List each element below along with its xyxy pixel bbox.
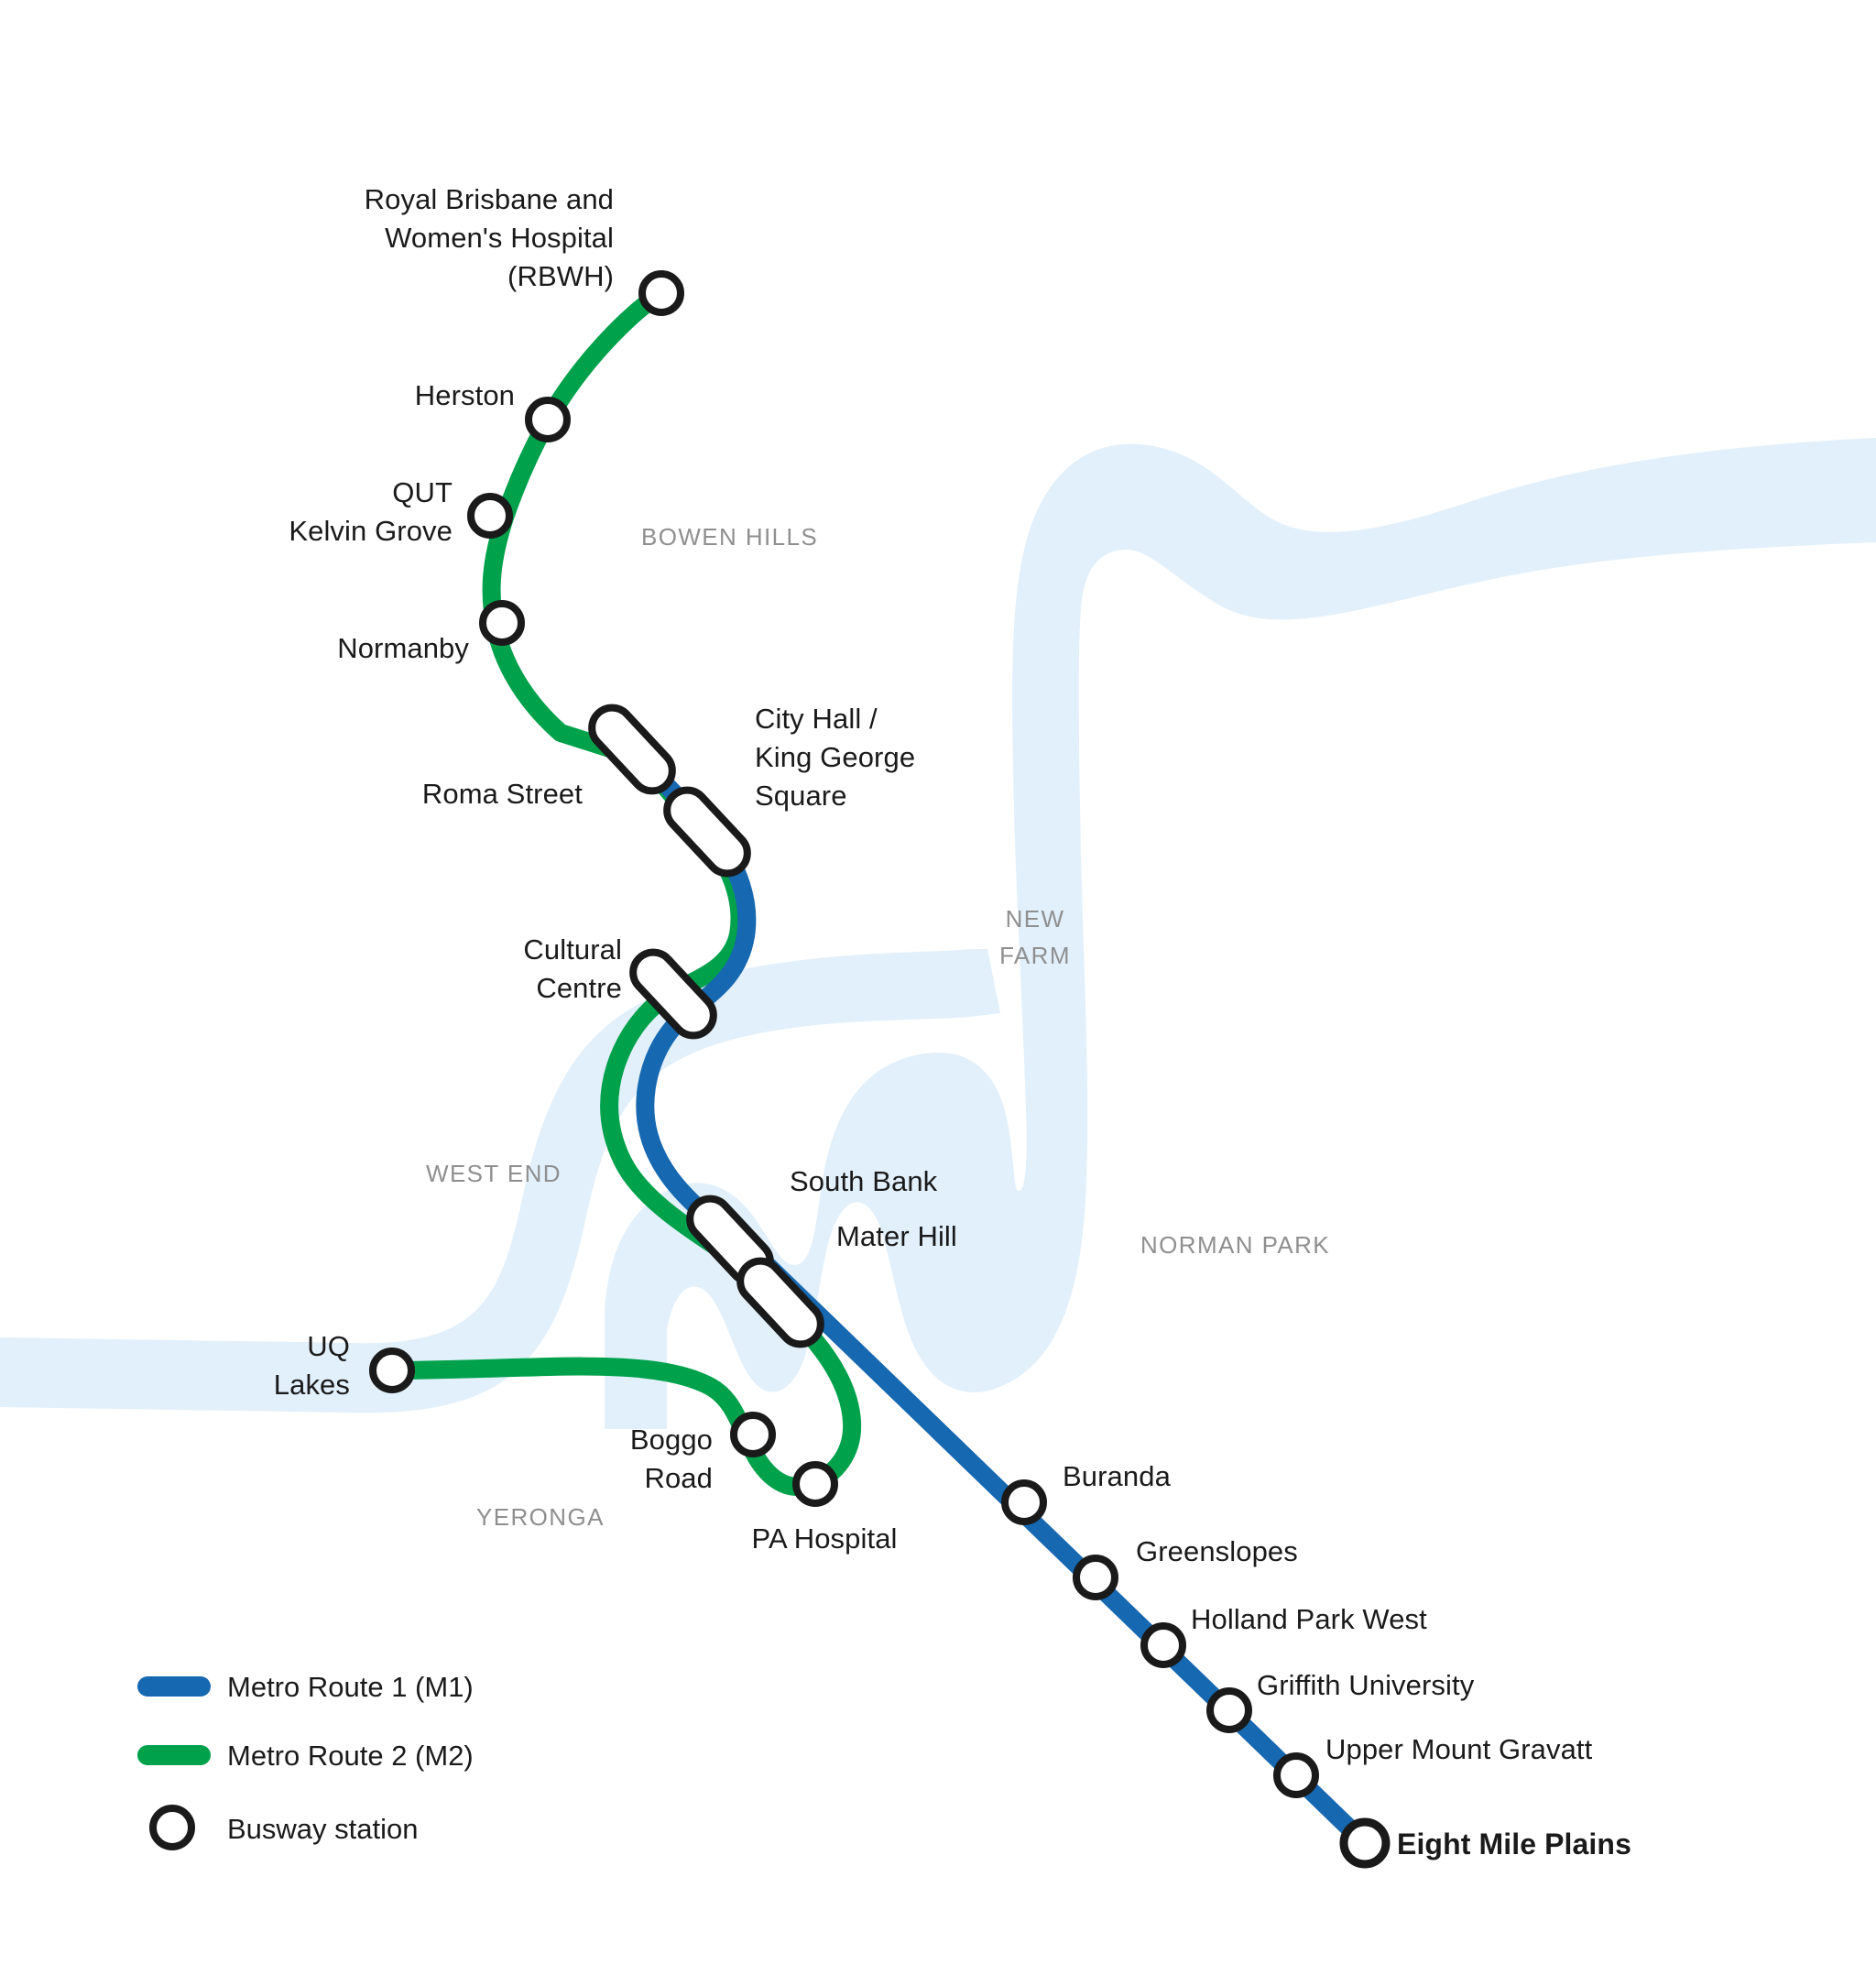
station-marker-eight-mile[interactable]	[1339, 1817, 1391, 1869]
station-label-herston: Herston	[415, 379, 515, 411]
suburb-label-west-end: WEST END	[426, 1160, 562, 1187]
station-marker-griffith-uni[interactable]	[1206, 1687, 1252, 1733]
station-marker-mater-hill[interactable]	[732, 1253, 829, 1353]
river-shape-north	[605, 438, 1876, 1429]
station-labels-layer: Royal Brisbane and Women's Hospital (RBW…	[274, 183, 1631, 1861]
legend-label-busway-station: Busway station	[227, 1813, 419, 1845]
station-label-buranda: Buranda	[1063, 1460, 1172, 1492]
station-marker-city-hall[interactable]	[659, 782, 756, 882]
station-label-pa-hospital: PA Hospital	[751, 1522, 897, 1555]
station-marker-greenslopes[interactable]	[1073, 1555, 1118, 1600]
station-label-uq-lakes-line2: Lakes	[274, 1369, 350, 1401]
station-label-griffith-uni: Griffith University	[1257, 1669, 1475, 1701]
station-label-upper-mt-grav: Upper Mount Gravatt	[1325, 1733, 1593, 1765]
station-label-city-hall-line1: City Hall /	[755, 703, 878, 735]
station-marker-herston[interactable]	[525, 397, 571, 442]
station-label-boggo-road-line2: Road	[644, 1462, 713, 1494]
station-label-cultural-line1: Cultural	[523, 933, 622, 966]
station-label-qut-kelvin-line2: Kelvin Grove	[289, 515, 453, 547]
station-marker-qut-kelvin[interactable]	[467, 493, 513, 539]
legend-label-m1: Metro Route 1 (M1)	[227, 1671, 474, 1703]
station-label-boggo-road-line1: Boggo	[630, 1424, 713, 1456]
river-shape-south	[0, 949, 1000, 1413]
station-label-qut-kelvin-line1: QUT	[392, 476, 453, 508]
station-label-uq-lakes-line1: UQ	[307, 1330, 350, 1362]
river-layer	[0, 438, 1876, 1429]
route-lines-layer	[383, 284, 1374, 1852]
station-marker-upper-mt-grav[interactable]	[1273, 1752, 1319, 1798]
station-marker-rbwh[interactable]	[638, 270, 684, 316]
station-marker-pa-hospital[interactable]	[792, 1461, 838, 1507]
stations-layer	[369, 270, 1391, 1869]
legend-label-m2: Metro Route 2 (M2)	[227, 1740, 474, 1772]
station-marker-boggo-road[interactable]	[730, 1412, 776, 1457]
station-marker-cultural-centre[interactable]	[625, 944, 722, 1044]
station-label-roma-street: Roma Street	[422, 778, 583, 810]
suburb-label-new-farm-line2: FARM	[999, 942, 1071, 969]
station-label-rbwh-line3: (RBWH)	[507, 260, 614, 292]
station-label-rbwh-line1: Royal Brisbane and	[365, 183, 614, 215]
station-label-rbwh-line2: Women's Hospital	[385, 222, 614, 254]
station-marker-holland-park[interactable]	[1140, 1622, 1186, 1668]
station-marker-buranda[interactable]	[1001, 1479, 1047, 1525]
station-marker-uq-lakes[interactable]	[369, 1348, 415, 1393]
route-line-m1[interactable]	[623, 740, 1374, 1852]
route-line-m2[interactable]	[383, 284, 862, 1496]
station-label-greenslopes: Greenslopes	[1136, 1535, 1298, 1567]
legend-swatch-m1	[137, 1676, 211, 1697]
station-label-holland-park: Holland Park West	[1191, 1603, 1427, 1635]
suburb-label-yeronga: YERONGA	[476, 1503, 605, 1531]
suburb-label-bowen-hills: BOWEN HILLS	[641, 523, 818, 551]
station-label-mater-hill: Mater Hill	[836, 1220, 957, 1252]
station-label-city-hall-line2: King George	[755, 741, 915, 773]
suburb-label-norman-park: NORMAN PARK	[1140, 1231, 1330, 1259]
legend: Metro Route 1 (M1) Metro Route 2 (M2) Bu…	[137, 1671, 474, 1850]
station-label-normanby: Normanby	[337, 632, 469, 664]
station-marker-roma-street[interactable]	[584, 700, 681, 800]
station-marker-normanby[interactable]	[479, 600, 525, 646]
station-label-cultural-line2: Centre	[536, 972, 622, 1004]
suburb-label-new-farm-line1: NEW	[1006, 905, 1065, 933]
legend-swatch-busway-station-icon	[149, 1805, 195, 1850]
station-label-city-hall-line3: Square	[755, 780, 847, 812]
station-label-south-bank: South Bank	[790, 1165, 938, 1197]
suburb-labels-layer: BOWEN HILLS NEW FARM WEST END NORMAN PAR…	[426, 523, 1330, 1531]
legend-swatch-m2	[137, 1745, 211, 1765]
station-label-eight-mile: Eight Mile Plains	[1397, 1828, 1631, 1861]
